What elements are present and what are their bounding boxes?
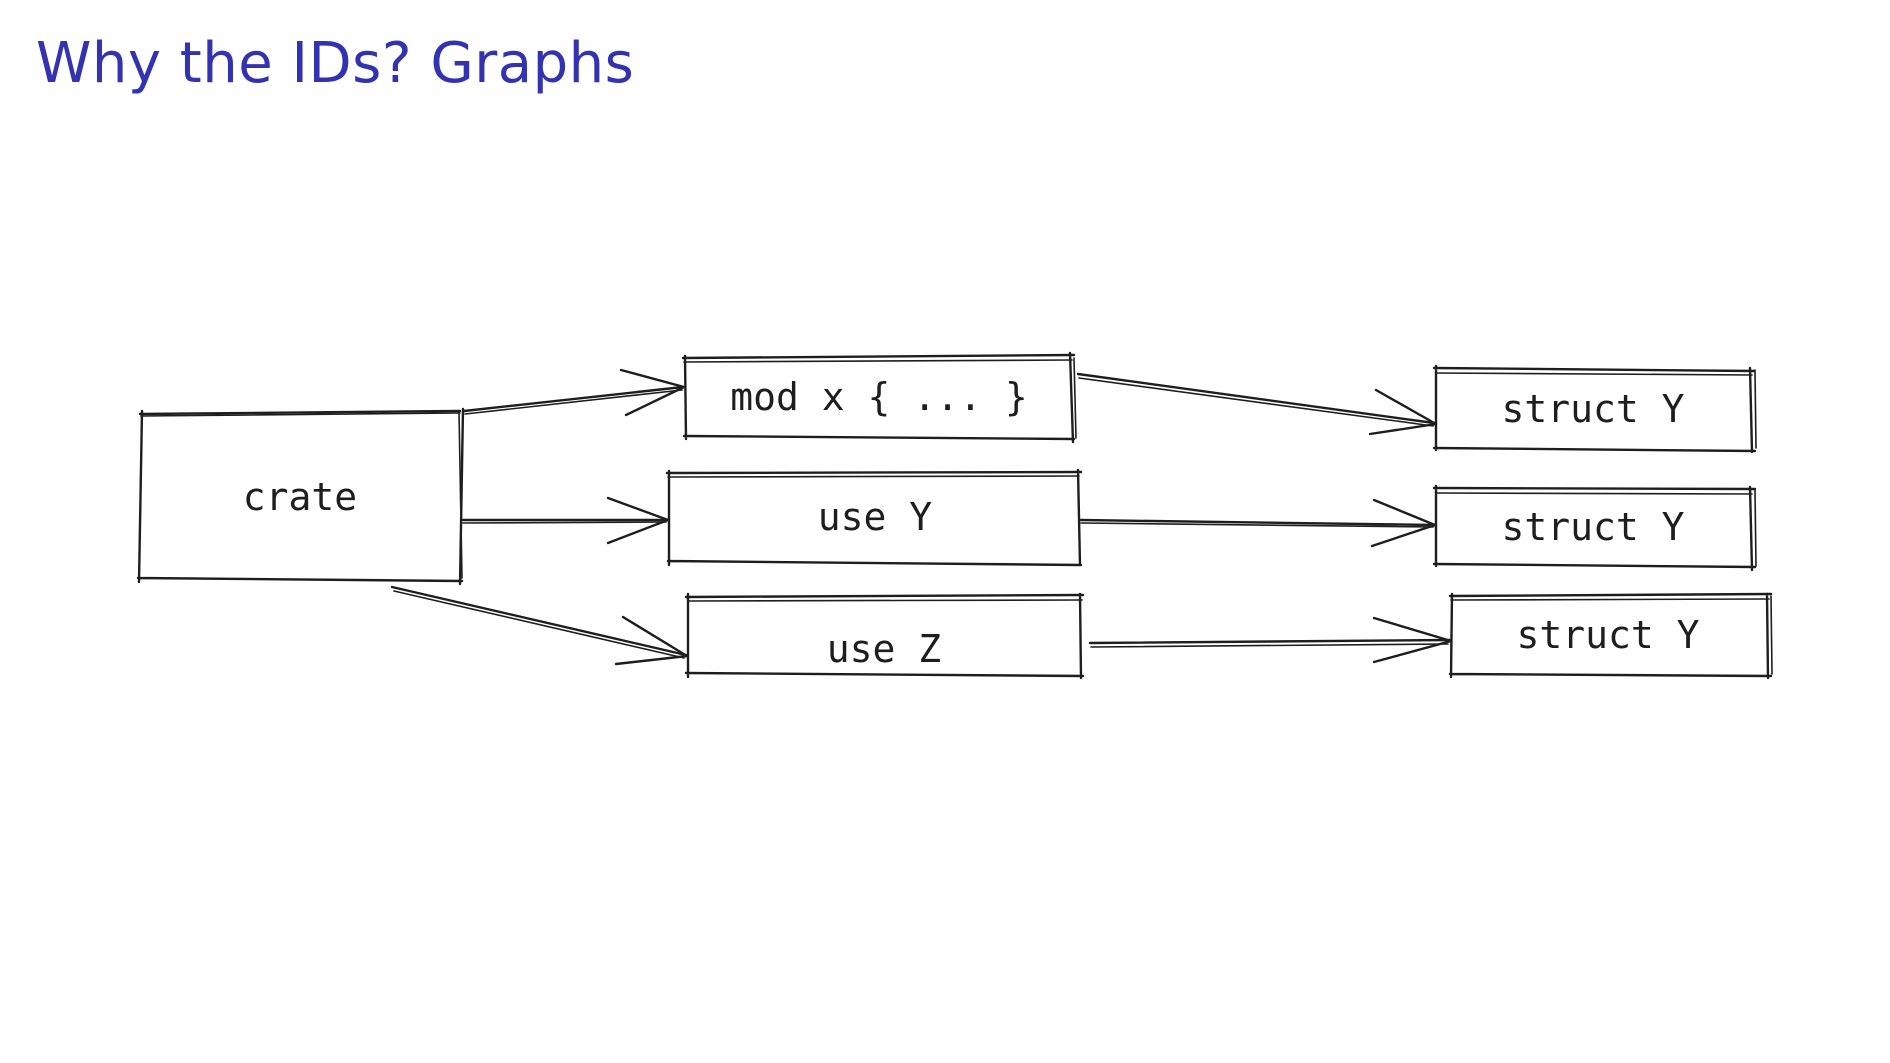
edge-crate-to-use-z	[390, 585, 689, 666]
node-use-z: use Z	[684, 592, 1085, 680]
edge-crate-to-use-y	[461, 496, 670, 545]
edge-crate-to-mod	[462, 368, 686, 417]
node-struct-2-label: struct Y	[1501, 505, 1684, 549]
edge-mod-to-struct-1	[1076, 372, 1438, 436]
node-use-y: use Y	[665, 468, 1083, 567]
node-struct-3: struct Y	[1448, 592, 1773, 680]
edge-use-z-to-struct-3	[1088, 616, 1453, 664]
node-crate-label: crate	[243, 475, 357, 519]
node-struct-2: struct Y	[1432, 484, 1757, 572]
node-struct-1-label: struct Y	[1501, 387, 1684, 431]
node-struct-3-label: struct Y	[1516, 613, 1699, 657]
slide-title: Why the IDs? Graphs	[36, 31, 635, 96]
node-use-z-label: use Z	[827, 627, 941, 671]
edge-use-y-to-struct-2	[1079, 498, 1437, 548]
node-mod-label: mod x { ... }	[730, 375, 1027, 419]
node-crate: crate	[136, 407, 465, 586]
node-mod: mod x { ... }	[681, 351, 1077, 444]
node-struct-1: struct Y	[1432, 364, 1757, 454]
node-use-y-label: use Y	[818, 495, 933, 539]
